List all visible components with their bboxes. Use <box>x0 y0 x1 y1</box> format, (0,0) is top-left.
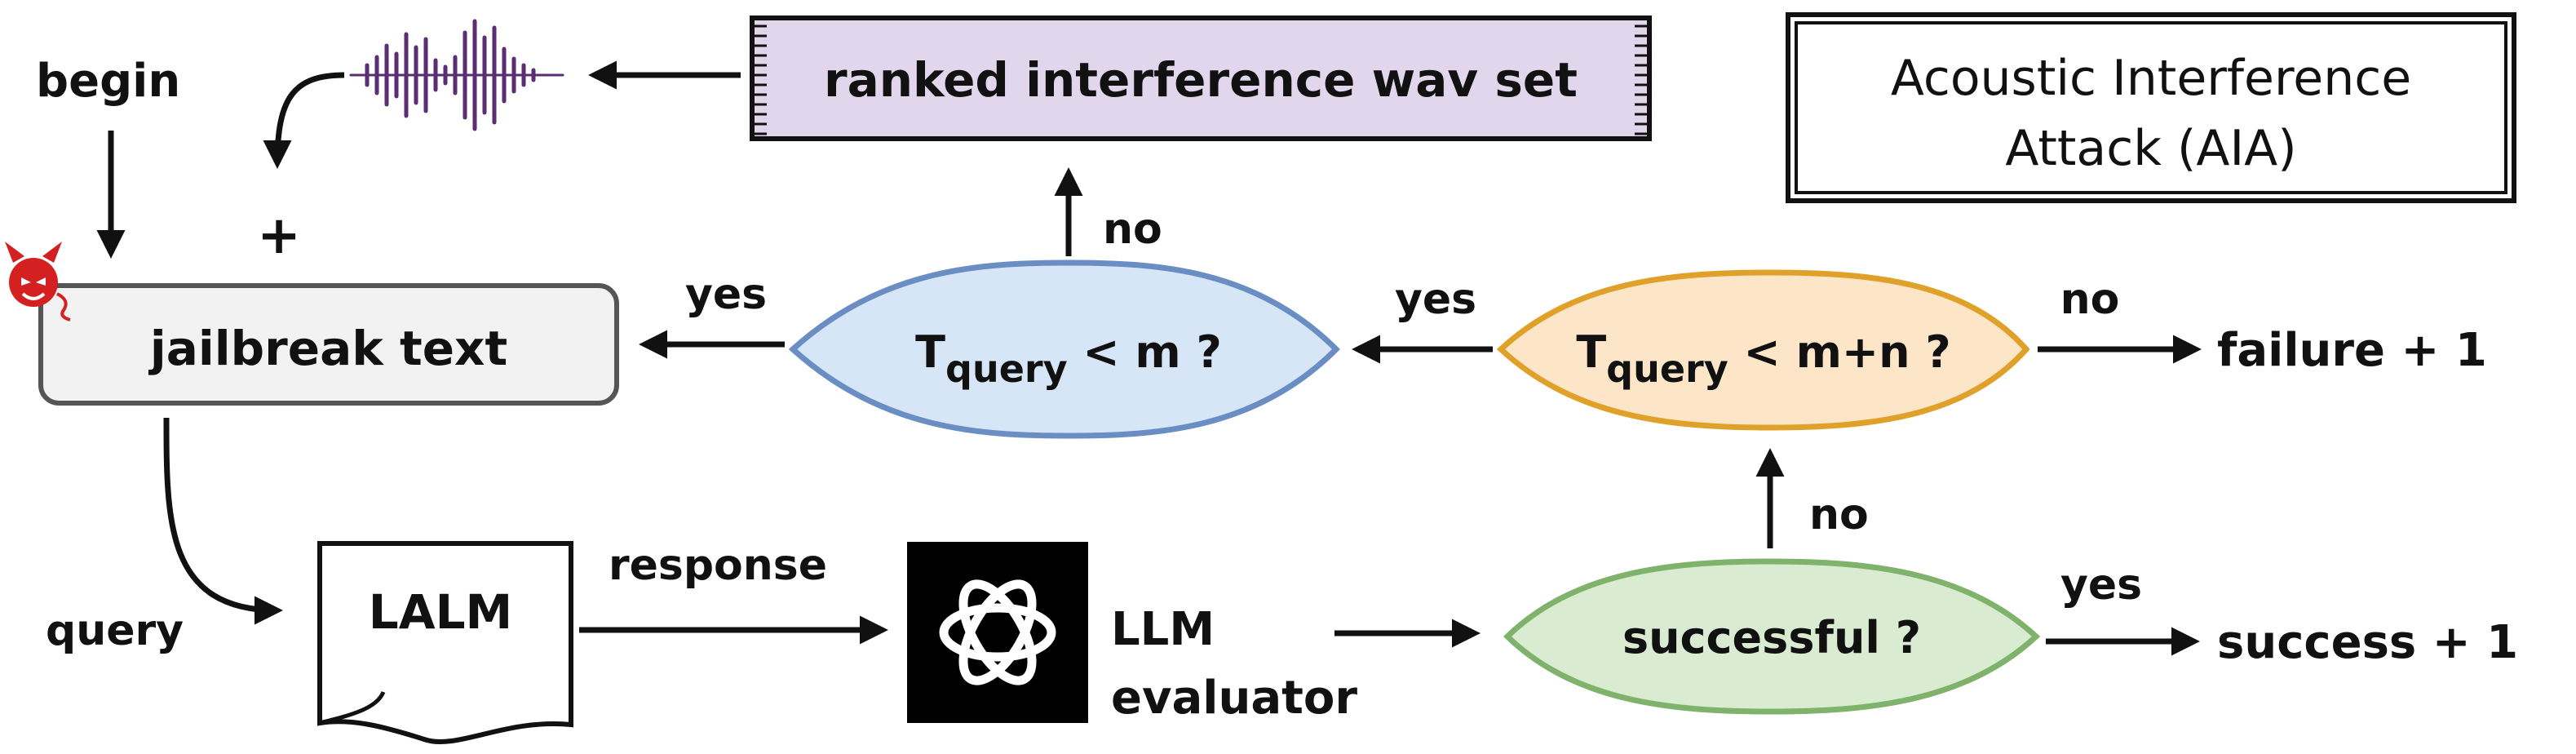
lalm-box: LALM <box>317 541 573 744</box>
edge-yes-to-jailbreak: yes <box>685 270 767 319</box>
decision-m-label: Tquery < m ? <box>915 326 1222 391</box>
success-label: success + 1 <box>2217 616 2518 669</box>
jailbreak-text-box: jailbreak text <box>38 283 619 406</box>
decision-tquery-lt-mn: Tquery < m+n ? <box>1496 269 2030 431</box>
decision-successful: successful ? <box>1503 558 2041 715</box>
decision-mn-label: Tquery < m+n ? <box>1576 326 1950 391</box>
title-box: Acoustic Interference Attack (AIA) <box>1786 12 2516 203</box>
title-line-1: Acoustic Interference <box>1891 50 2411 107</box>
edge-no-to-ranked: no <box>1103 205 1162 254</box>
scroll-edge-left <box>752 24 767 135</box>
decision-tquery-lt-m: Tquery < m ? <box>788 259 1340 439</box>
title-line-2: Attack (AIA) <box>2005 120 2296 177</box>
llm-evaluator-line-1: LLM <box>1111 603 1215 656</box>
scroll-edge-right <box>1635 24 1649 135</box>
edge-query: query <box>46 606 184 655</box>
llm-evaluator-line-2: evaluator <box>1111 672 1357 725</box>
ranked-interference-wav-set: ranked interference wav set <box>750 16 1652 141</box>
arrow-jailbreak-to-lalm <box>163 417 283 625</box>
ranked-set-label: ranked interference wav set <box>824 52 1578 108</box>
plus-sign: + <box>257 206 301 266</box>
arrow-wave-to-plus <box>263 72 345 169</box>
devil-icon <box>5 242 71 322</box>
edge-response: response <box>609 541 827 590</box>
begin-label: begin <box>36 55 180 108</box>
edge-yes-to-dm: yes <box>1395 275 1476 324</box>
successful-label: successful ? <box>1622 612 1921 663</box>
edge-no-to-failure: no <box>2060 275 2120 324</box>
jailbreak-text-label: jailbreak text <box>148 321 507 376</box>
lalm-label: LALM <box>369 584 513 640</box>
edge-yes-to-success: yes <box>2060 561 2142 610</box>
waveform-icon <box>349 19 564 131</box>
failure-label: failure + 1 <box>2217 324 2487 377</box>
openai-logo-icon <box>907 542 1088 723</box>
edge-no-from-successful: no <box>1809 490 1869 539</box>
